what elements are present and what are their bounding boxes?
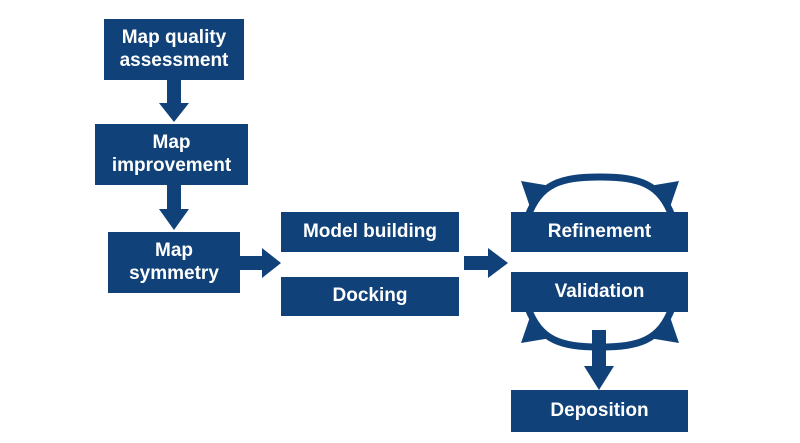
node-label: Deposition <box>550 399 649 421</box>
node-label: Validation <box>554 280 645 302</box>
node-map-quality-assessment[interactable]: Map quality assessment <box>104 19 244 80</box>
node-label: Docking <box>332 285 408 307</box>
node-label: Map quality assessment <box>119 27 229 71</box>
node-refinement[interactable]: Refinement <box>511 212 688 252</box>
node-map-symmetry[interactable]: Map symmetry <box>108 232 240 293</box>
node-label: Refinement <box>547 220 652 242</box>
cycle-arc-bottom-right-arrowhead <box>649 314 679 343</box>
node-map-improvement[interactable]: Map improvement <box>95 124 248 185</box>
node-docking[interactable]: Docking <box>281 277 459 316</box>
arrow-cycle-to-deposition-icon <box>584 330 614 390</box>
node-deposition[interactable]: Deposition <box>511 390 688 432</box>
node-label: Map symmetry <box>129 240 219 284</box>
node-validation[interactable]: Validation <box>511 272 688 312</box>
arrow-improvement-to-symmetry-icon <box>159 185 189 230</box>
arrow-building-to-cycle-icon <box>464 248 508 278</box>
arrow-quality-to-improvement-icon <box>159 80 189 122</box>
node-model-building[interactable]: Model building <box>281 212 459 252</box>
cycle-arc-top-right-arrowhead <box>649 181 679 210</box>
node-label: Model building <box>302 220 438 242</box>
node-label: Map improvement <box>111 132 232 176</box>
cycle-arc-top-left-arrowhead <box>521 181 551 210</box>
arrow-symmetry-to-building-icon <box>240 248 281 278</box>
cycle-arc-bottom-left-arrowhead <box>521 314 551 343</box>
